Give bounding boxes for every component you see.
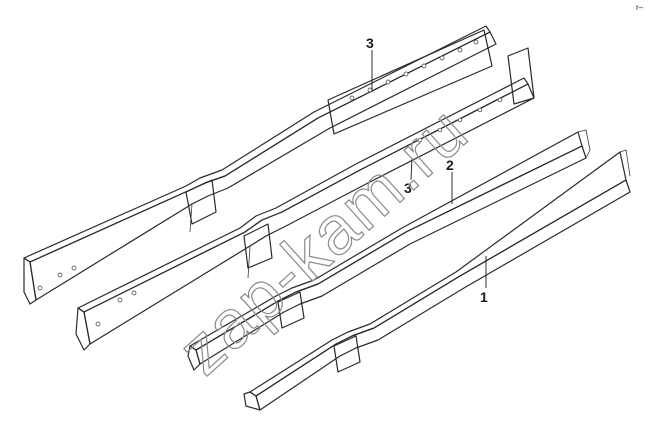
callout-1: 1 xyxy=(480,289,488,305)
leader-line-middle-3 xyxy=(410,157,413,181)
frame-rail-upper xyxy=(23,25,497,305)
frame-rail-2 xyxy=(187,129,591,371)
watermark-text: zap-kam.ru xyxy=(164,92,482,389)
frame-rail-1 xyxy=(243,149,631,411)
callout-top-3: 3 xyxy=(366,35,374,51)
callout-middle-3: 3 xyxy=(404,180,412,196)
frame-rail-lower xyxy=(75,47,535,351)
callout-2: 2 xyxy=(446,157,454,173)
corner-mark: r– xyxy=(636,3,644,12)
